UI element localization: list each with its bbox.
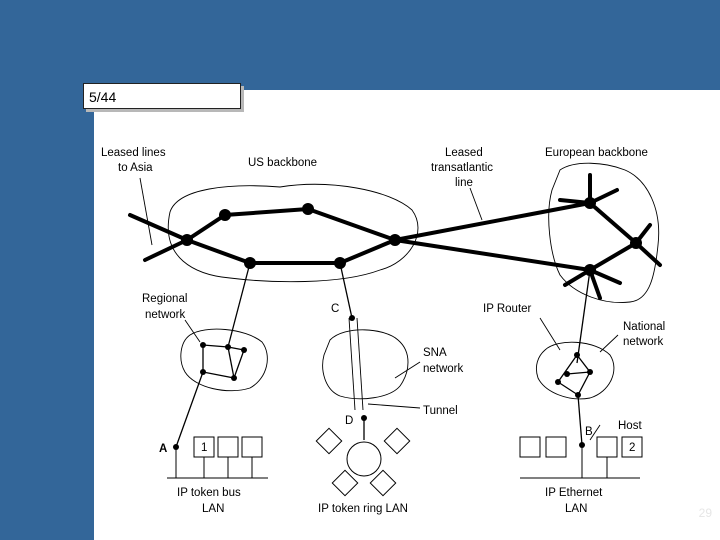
label-national-1: National [623,321,665,333]
label-tunnel: Tunnel [423,405,458,417]
label-us-backbone: US backbone [248,157,317,169]
label-leased-asia-1: Leased lines [101,147,166,159]
label-regional-1: Regional [142,293,187,305]
label-european-backbone: European backbone [545,147,648,159]
label-c: C [331,303,339,315]
european-backbone-cloud [548,162,660,303]
label-ip-router: IP Router [483,303,532,315]
label-regional-2: network [145,309,186,321]
label-host-1: 1 [201,442,207,454]
label-d: D [345,415,353,427]
label-host-2: 2 [629,442,635,454]
label-a: A [159,443,167,455]
label-token-bus-1: IP token bus [177,487,241,499]
label-b: B [585,426,593,438]
label-sna-1: SNA [423,347,447,359]
label-token-bus-2: LAN [202,503,224,515]
label-host: Host [618,420,642,432]
regional-network-cloud [180,328,268,392]
label-ethernet-2: LAN [565,503,587,515]
content-panel [94,90,720,540]
label-leased-1: Leased [445,147,483,159]
label-leased-3: line [455,177,473,189]
transatlantic-link-2 [393,238,592,272]
sna-network-cloud [322,329,409,400]
us-backbone-links [185,206,401,265]
national-network-cloud [535,341,615,400]
page-counter: 5/44 [83,83,241,109]
slide-number: 29 [698,506,712,520]
label-ethernet-1: IP Ethernet [545,487,603,499]
transatlantic-link-1 [393,201,592,242]
label-sna-2: network [423,363,464,375]
us-backbone-cloud [167,183,419,283]
label-leased-2: transatlantic [431,162,493,174]
label-national-2: network [623,336,664,348]
label-token-ring: IP token ring LAN [318,503,408,515]
label-leased-asia-2: to Asia [118,162,153,174]
